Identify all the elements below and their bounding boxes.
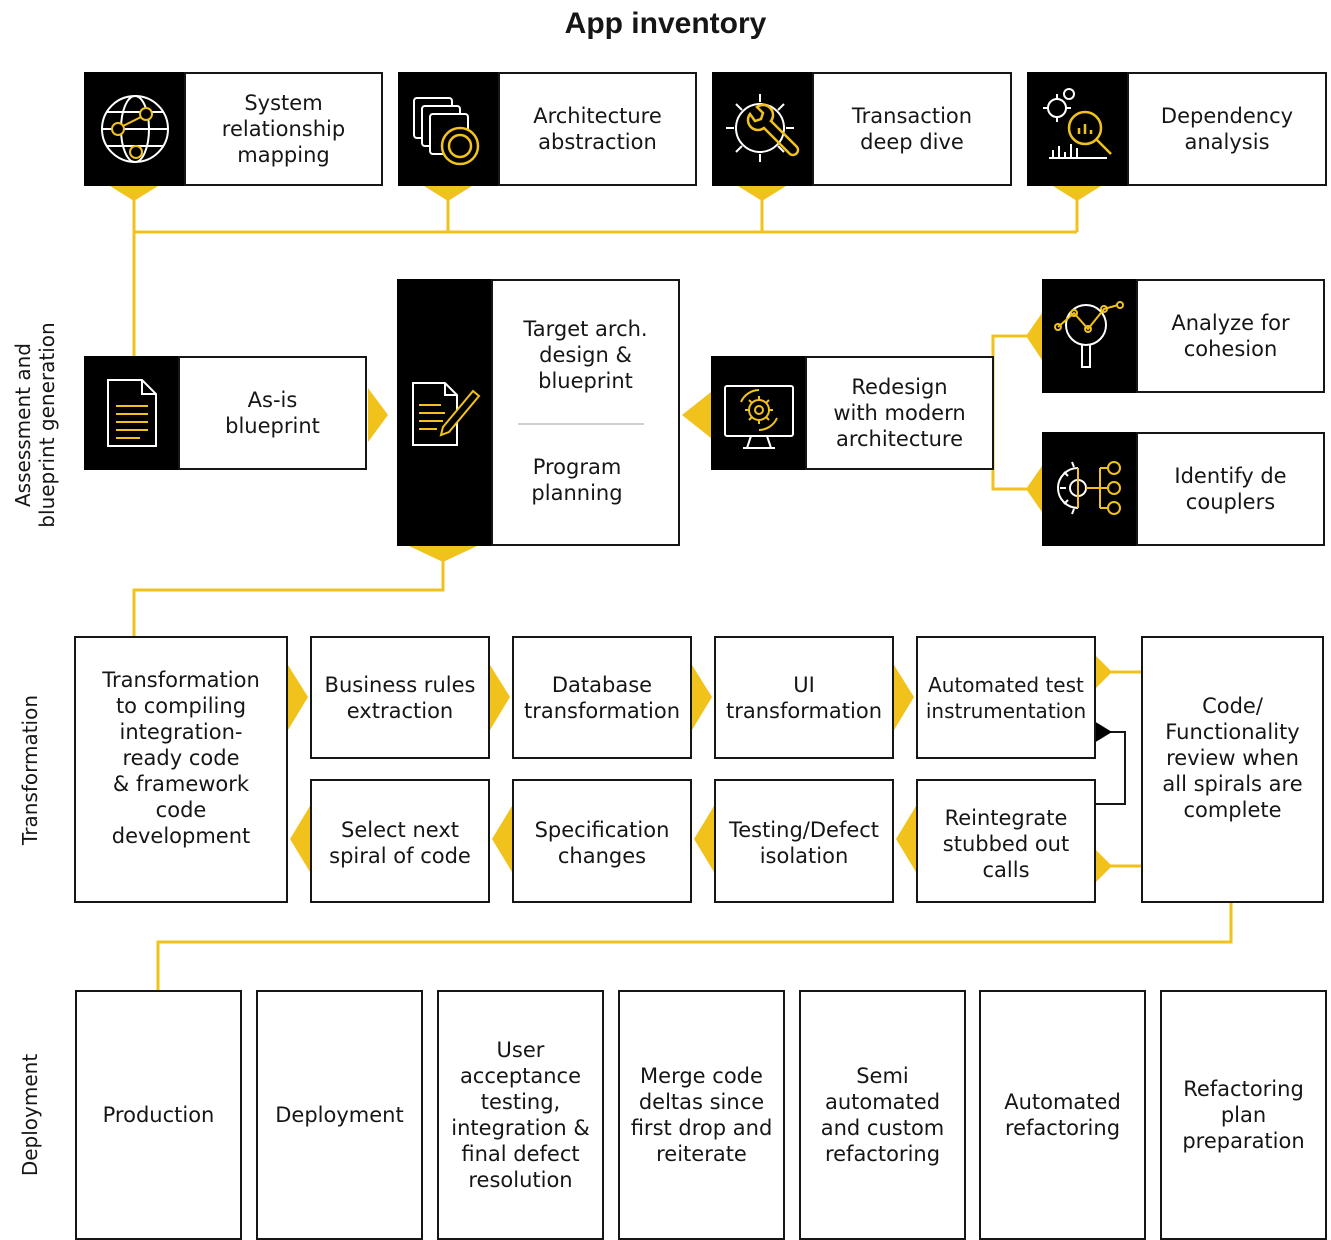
redesign-label: Redesign with modern architecture xyxy=(833,375,966,451)
step-database-transformation: Database transformation xyxy=(523,673,681,723)
step-box xyxy=(310,779,490,903)
step-testing-defect: Testing/Defect isolation xyxy=(728,818,880,868)
document-pen-icon xyxy=(397,279,493,546)
globe-network-icon xyxy=(84,72,186,186)
deploy-uat: User acceptance testing, integration & f… xyxy=(451,1037,590,1192)
inventory-label-transaction-deep-dive: Transaction deep dive xyxy=(851,104,973,154)
deploy-box xyxy=(1160,990,1327,1240)
deploy-semi-automated: Semi automated and custom refactoring xyxy=(820,1063,945,1166)
target-arch-label: Target arch. design & blueprint xyxy=(523,317,648,393)
layers-magnify-icon xyxy=(398,72,500,186)
identify-decouplers-label: Identify de couplers xyxy=(1174,464,1287,514)
step-business-rules: Business rules extraction xyxy=(324,673,476,723)
deploy-merge-code: Merge code deltas since first drop and r… xyxy=(630,1063,773,1166)
deploy-box xyxy=(75,990,242,1240)
step-box xyxy=(714,636,894,759)
transformation-main-label: Transformation to compiling integration-… xyxy=(102,668,260,848)
magnify-chart-icon xyxy=(1042,279,1138,393)
inventory-label-architecture-abstraction: Architecture abstraction xyxy=(533,104,662,154)
deploy-box xyxy=(437,990,604,1240)
step-box xyxy=(916,779,1096,903)
step-box xyxy=(512,636,692,759)
step-box xyxy=(714,779,894,903)
step-automated-test: Automated test instrumentation xyxy=(925,673,1087,723)
inventory-label-dependency-analysis: Dependency analysis xyxy=(1160,104,1294,154)
deploy-box xyxy=(799,990,966,1240)
step-box xyxy=(916,636,1096,759)
deploy-box xyxy=(618,990,785,1240)
analyze-cohesion-label: Analyze for cohesion xyxy=(1171,311,1290,361)
document-icon xyxy=(84,356,180,470)
step-reintegrate: Reintegrate stubbed out calls xyxy=(942,806,1070,882)
monitor-gear-icon xyxy=(711,356,807,470)
review-box xyxy=(1141,636,1324,903)
program-planning-label: Program planning xyxy=(531,455,623,505)
gear-wrench-icon xyxy=(712,72,814,186)
step-ui-transformation: UI transformation xyxy=(725,673,883,723)
step-box xyxy=(512,779,692,903)
step-specification-changes: Specification changes xyxy=(534,818,670,868)
deploy-refactoring-plan: Refactoring plan preparation xyxy=(1182,1076,1305,1153)
deploy-automated-refactoring: Automated refactoring xyxy=(1004,1089,1121,1140)
step-select-next-spiral: Select next spiral of code xyxy=(329,818,471,868)
step-box xyxy=(310,636,490,759)
diagram-title: App inventory xyxy=(564,7,767,40)
inventory-label-system-relationship: System relationship mapping xyxy=(221,91,346,167)
deploy-deployment: Deployment xyxy=(275,1102,404,1127)
deploy-production: Production xyxy=(102,1102,215,1127)
review-label: Code/ Functionality review when all spir… xyxy=(1162,694,1303,822)
as-is-blueprint-label: As-is blueprint xyxy=(225,388,320,438)
gear-network-icon xyxy=(1042,432,1138,546)
transformation-main-box xyxy=(74,636,288,903)
divider xyxy=(518,423,644,425)
gear-chart-magnify-icon xyxy=(1027,72,1129,186)
